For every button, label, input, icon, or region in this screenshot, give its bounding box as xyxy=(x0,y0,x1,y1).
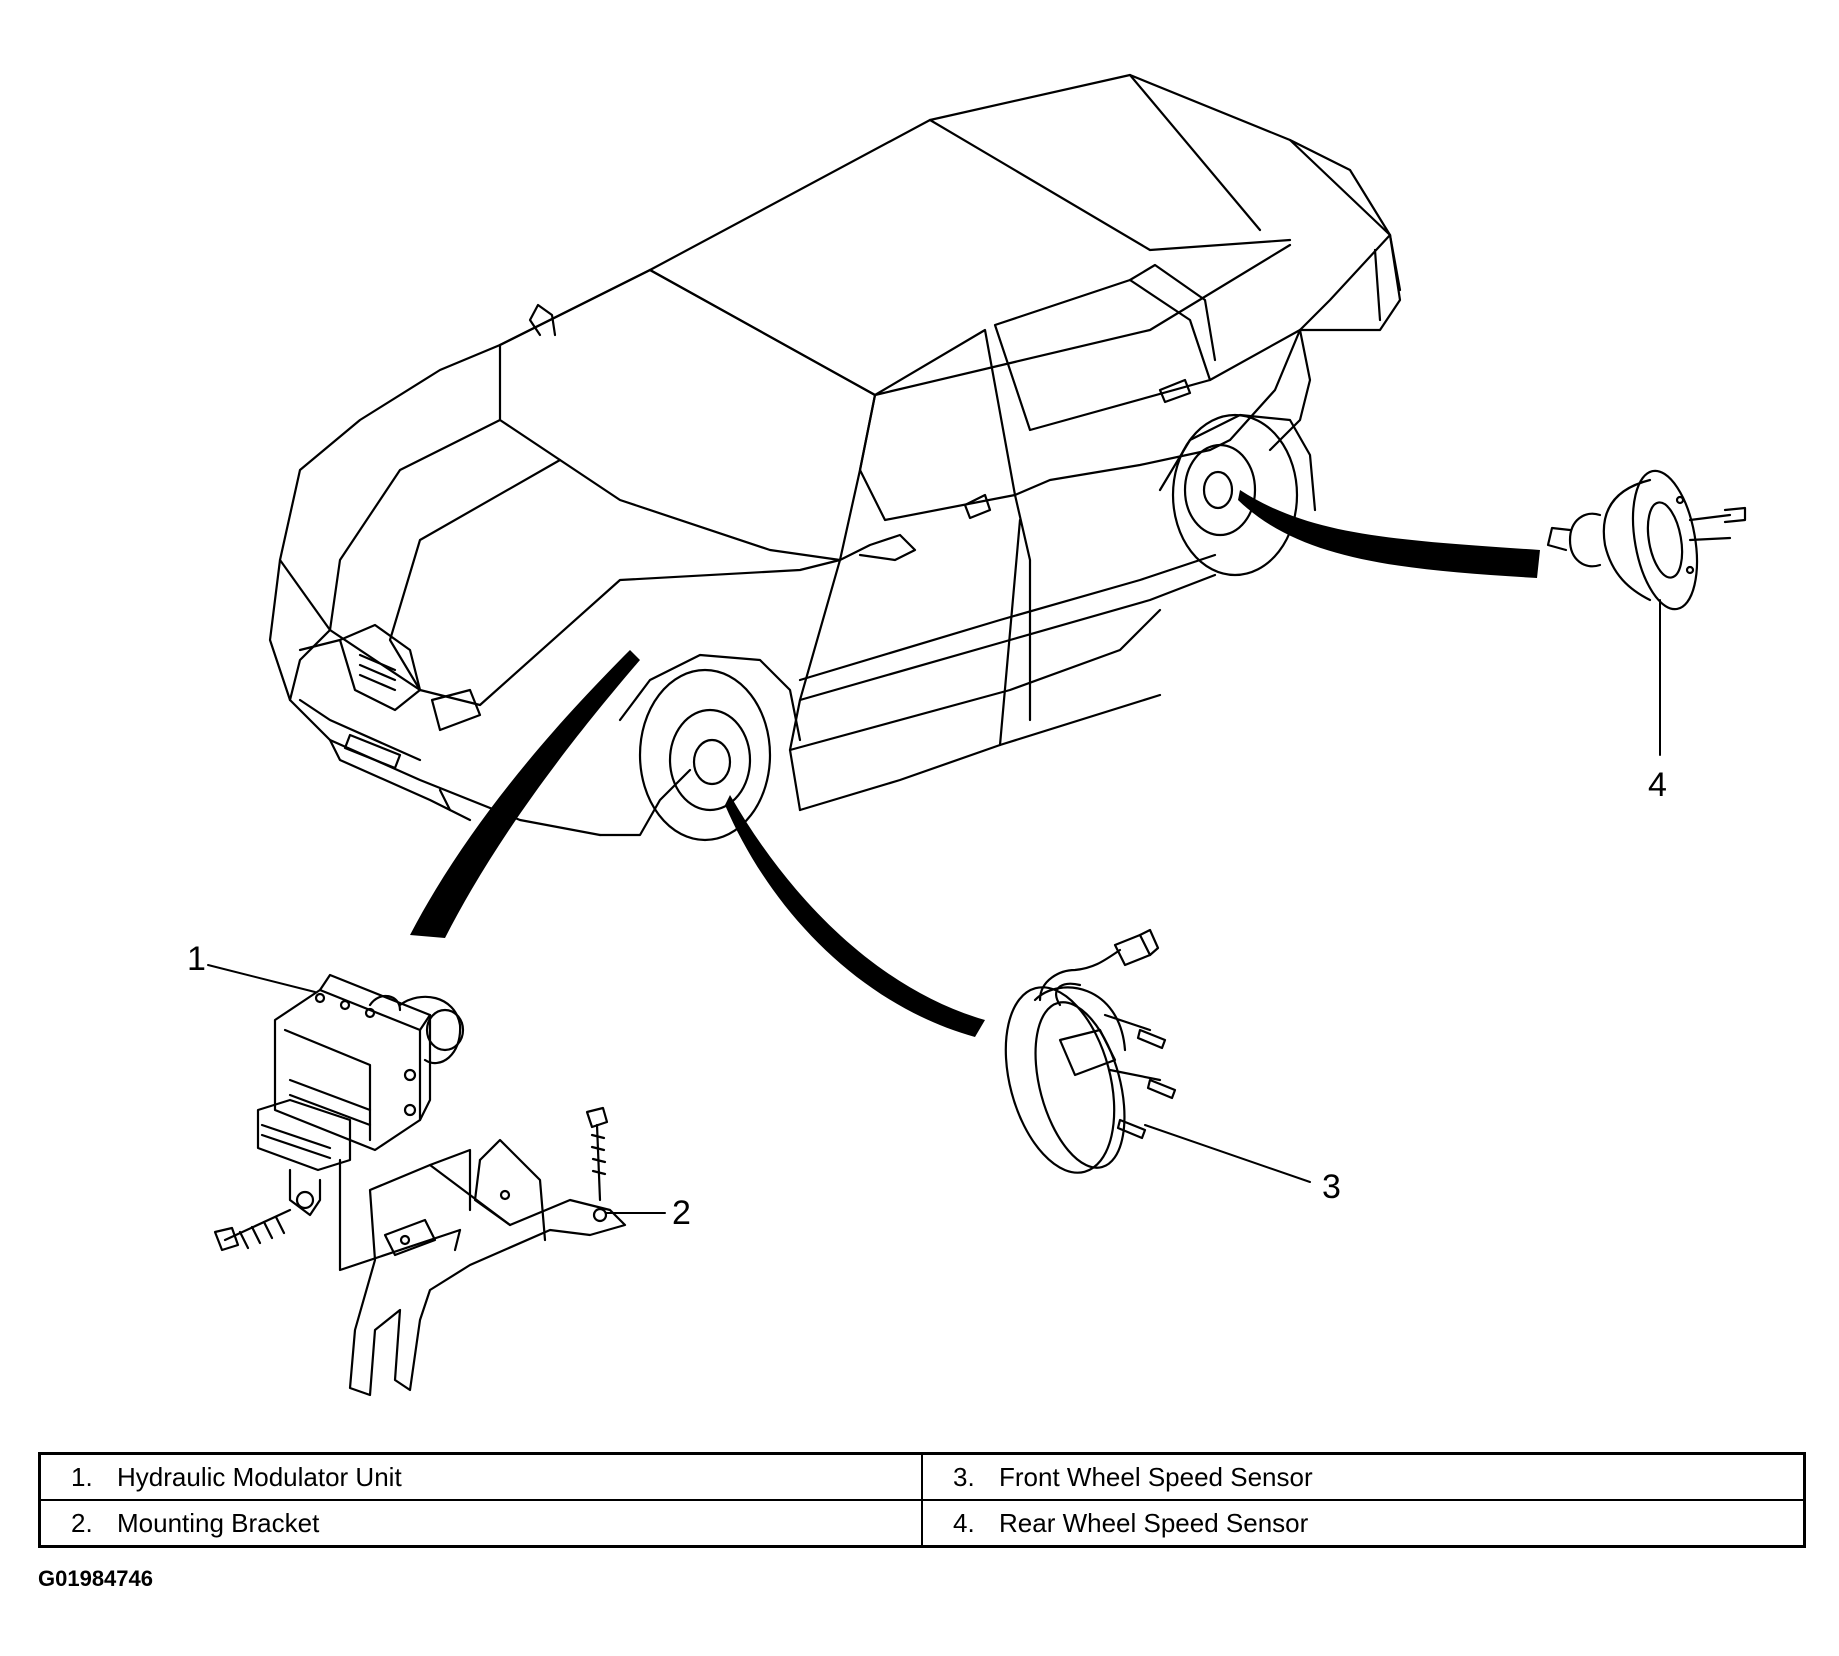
callout-3: 3 xyxy=(1322,1168,1341,1206)
callout-4: 4 xyxy=(1648,766,1667,804)
legend-cell: 2. Mounting Bracket xyxy=(38,1499,923,1548)
callout-2: 2 xyxy=(672,1194,691,1232)
vehicle-illustration xyxy=(268,73,1402,842)
legend-label: Rear Wheel Speed Sensor xyxy=(999,1507,1309,1538)
figure-id: G01984746 xyxy=(38,1566,153,1591)
legend-number: 2. xyxy=(71,1507,93,1538)
legend-row: 1. Hydraulic Modulator Unit 3. Front Wheel… xyxy=(38,1452,1806,1501)
callout-1: 1 xyxy=(187,940,206,978)
callout-leader-lines xyxy=(207,599,1661,1214)
abs-component-locator-diagram: 1 2 3 4 xyxy=(187,73,1747,1397)
parts-legend-table: 1. Hydraulic Modulator Unit 3. Front Wheel… xyxy=(38,1452,1806,1548)
front-wheel-speed-sensor-illustration xyxy=(1004,928,1177,1174)
rear-wheel-speed-sensor-illustration xyxy=(1546,469,1747,611)
legend-number: 1. xyxy=(71,1461,93,1492)
legend-label: Mounting Bracket xyxy=(117,1507,320,1538)
legend-label: Hydraulic Modulator Unit xyxy=(117,1461,402,1492)
mounting-bracket-illustration xyxy=(348,1106,627,1397)
legend-label: Front Wheel Speed Sensor xyxy=(999,1461,1313,1492)
hydraulic-modulator-unit-illustration xyxy=(213,973,465,1272)
legend-cell: 4. Rear Wheel Speed Sensor xyxy=(921,1499,1806,1548)
legend-row: 2. Mounting Bracket 4. Rear Wheel Speed Se… xyxy=(38,1499,1806,1548)
legend-cell: 3. Front Wheel Speed Sensor xyxy=(921,1452,1806,1501)
leader-bands xyxy=(410,490,1540,1037)
legend-number: 4. xyxy=(953,1507,975,1538)
legend-number: 3. xyxy=(953,1461,975,1492)
legend-cell: 1. Hydraulic Modulator Unit xyxy=(38,1452,923,1501)
